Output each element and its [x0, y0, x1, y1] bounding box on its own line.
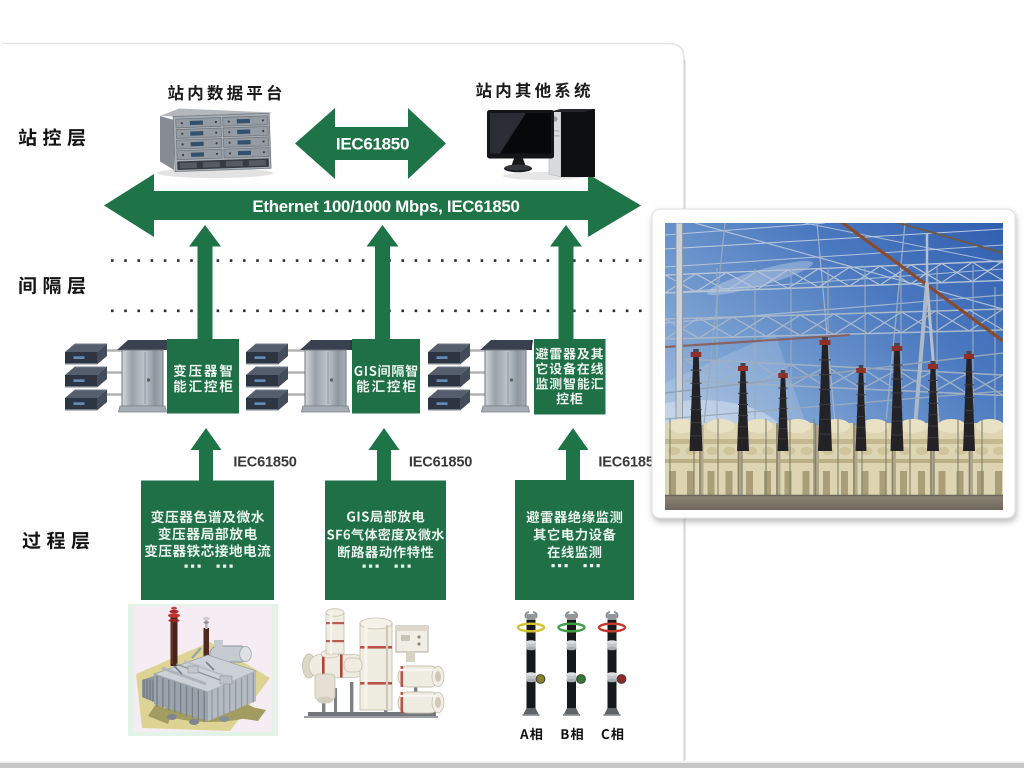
svg-text:IEC61850: IEC61850	[336, 135, 409, 154]
svg-text:Ethernet 100/1000 Mbps, IEC618: Ethernet 100/1000 Mbps, IEC61850	[252, 197, 519, 216]
svg-text:IEC61850: IEC61850	[409, 455, 472, 471]
svg-text:IEC61850: IEC61850	[598, 455, 661, 471]
svg-text:IEC61850: IEC61850	[233, 455, 296, 471]
